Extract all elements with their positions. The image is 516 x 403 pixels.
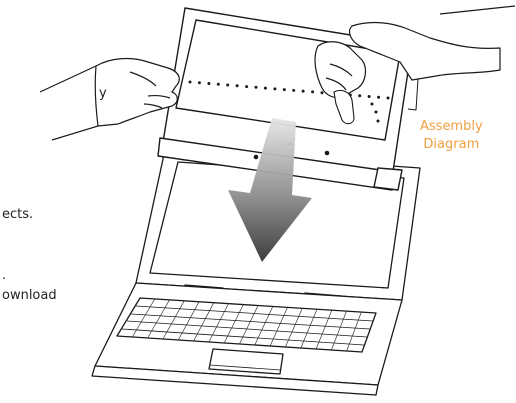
- dot: [207, 82, 210, 85]
- caption-line-2: Diagram: [420, 136, 483, 154]
- sensor-dot: [254, 155, 257, 158]
- dot: [387, 97, 390, 100]
- dot: [371, 103, 374, 106]
- dot: [264, 87, 267, 90]
- dot: [283, 88, 286, 91]
- dot: [292, 89, 295, 92]
- dot: [236, 84, 239, 87]
- text-fragment: ownload: [2, 288, 57, 304]
- dot: [245, 85, 248, 88]
- left-hand: [40, 59, 179, 140]
- text-fragment: ects.: [2, 207, 33, 223]
- dot: [377, 96, 380, 99]
- dot: [377, 120, 380, 123]
- dot: [368, 95, 371, 98]
- right-hand: [315, 6, 515, 98]
- dot: [189, 81, 192, 84]
- dot: [226, 84, 229, 87]
- dot: [198, 81, 201, 84]
- dot: [302, 90, 305, 93]
- dot: [273, 87, 276, 90]
- text-fragment: y: [99, 86, 107, 102]
- mount-clip: [374, 168, 402, 190]
- dot: [311, 90, 314, 93]
- caption-line-1: Assembly: [420, 118, 483, 136]
- dot: [375, 111, 378, 114]
- sensor-dot: [325, 151, 328, 154]
- touchpad: [209, 349, 283, 374]
- diagram-caption: Assembly Diagram: [420, 118, 483, 154]
- text-fragment: .: [2, 268, 6, 284]
- dot: [217, 83, 220, 86]
- dot: [358, 94, 361, 97]
- dot: [255, 86, 258, 89]
- dot: [321, 91, 324, 94]
